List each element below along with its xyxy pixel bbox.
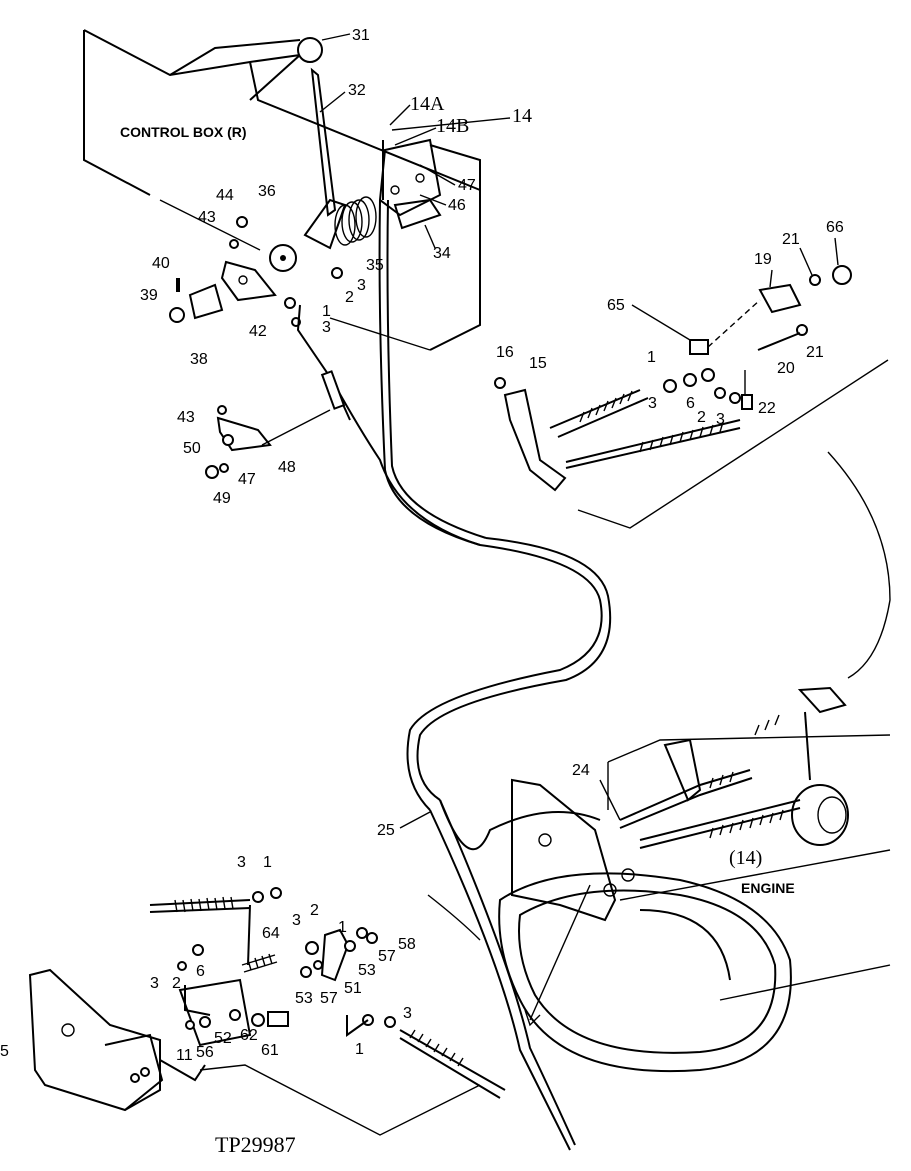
leader-lines — [319, 33, 839, 829]
part-label-3b: 3 — [322, 319, 331, 336]
part-label-group: 31 32 14A 14B 14 47 46 34 36 44 43 35 3 … — [0, 27, 844, 1064]
part-label-3d: 3 — [716, 411, 725, 428]
part-label-44: 44 — [216, 187, 234, 204]
throttle-linkage-assembly — [494, 265, 891, 679]
part-label-21b: 21 — [806, 344, 824, 361]
part-label-1d: 1 — [338, 919, 347, 936]
part-label-38: 38 — [190, 351, 208, 368]
part-label-50: 50 — [183, 440, 201, 457]
bracket-48 — [205, 405, 331, 479]
part-label-1e: 1 — [355, 1041, 364, 1058]
part-label-15: 15 — [529, 355, 547, 372]
part-label-22: 22 — [758, 400, 776, 417]
part-label-3f: 3 — [150, 975, 159, 992]
engine-ref-label: (14) — [729, 847, 762, 869]
part-label-36: 36 — [258, 183, 276, 200]
part-label-52: 52 — [214, 1030, 232, 1047]
part-label-5: 5 — [0, 1043, 9, 1060]
part-label-64: 64 — [262, 925, 280, 942]
part-label-48: 48 — [278, 459, 296, 476]
part-label-35: 35 — [366, 257, 384, 274]
part-label-53b: 53 — [295, 990, 313, 1007]
part-label-56: 56 — [196, 1044, 214, 1061]
part-label-16: 16 — [496, 344, 514, 361]
part-label-61: 61 — [261, 1042, 279, 1059]
part-label-20: 20 — [777, 360, 795, 377]
part-label-43b: 43 — [177, 409, 195, 426]
part-label-57a: 57 — [378, 948, 396, 965]
part-label-42: 42 — [249, 323, 267, 340]
part-label-3a: 3 — [357, 277, 366, 294]
part-label-14b: 14B — [436, 115, 469, 137]
part-label-3h: 3 — [403, 1005, 412, 1022]
part-label-46: 46 — [448, 197, 466, 214]
part-label-34: 34 — [433, 245, 451, 262]
part-label-32: 32 — [348, 82, 366, 99]
lower-linkage-assembly — [28, 887, 506, 1136]
figure-id: TP29987 — [215, 1132, 296, 1157]
part-label-14a: 14A — [410, 93, 445, 115]
control-box-label: CONTROL BOX (R) — [120, 124, 247, 140]
part-label-43a: 43 — [198, 209, 216, 226]
part-label-14: 14 — [512, 105, 532, 127]
part-label-3c: 3 — [648, 395, 657, 412]
part-label-47a: 47 — [458, 177, 476, 194]
cable-25 — [406, 537, 612, 1151]
part-label-11: 11 — [176, 1047, 193, 1064]
control-box-assembly — [83, 29, 487, 546]
part-label-3e: 3 — [237, 854, 246, 871]
part-label-40: 40 — [152, 255, 170, 272]
part-label-1c: 1 — [263, 854, 272, 871]
part-label-1a: 1 — [322, 303, 331, 320]
part-label-2b: 2 — [697, 409, 706, 426]
part-label-65: 65 — [607, 297, 625, 314]
engine-label: ENGINE — [741, 880, 795, 896]
part-label-21a: 21 — [782, 231, 800, 248]
part-label-3g: 3 — [292, 912, 301, 929]
part-label-2d: 2 — [310, 902, 319, 919]
part-label-6b: 6 — [196, 963, 205, 980]
part-label-25: 25 — [377, 822, 395, 839]
part-label-2c: 2 — [172, 975, 181, 992]
part-label-24: 24 — [572, 762, 590, 779]
part-label-19: 19 — [754, 251, 772, 268]
part-label-62: 62 — [240, 1027, 258, 1044]
part-label-57b: 57 — [320, 990, 338, 1007]
part-label-58: 58 — [398, 936, 416, 953]
part-label-51: 51 — [344, 980, 362, 997]
part-label-1b: 1 — [647, 349, 656, 366]
part-label-66: 66 — [826, 219, 844, 236]
part-label-6a: 6 — [686, 395, 695, 412]
part-label-31: 31 — [352, 27, 370, 44]
part-label-2a: 2 — [345, 289, 354, 306]
part-label-49: 49 — [213, 490, 231, 507]
part-label-39: 39 — [140, 287, 158, 304]
part-label-47b: 47 — [238, 471, 256, 488]
part-label-53a: 53 — [358, 962, 376, 979]
engine-assembly — [427, 686, 891, 1073]
